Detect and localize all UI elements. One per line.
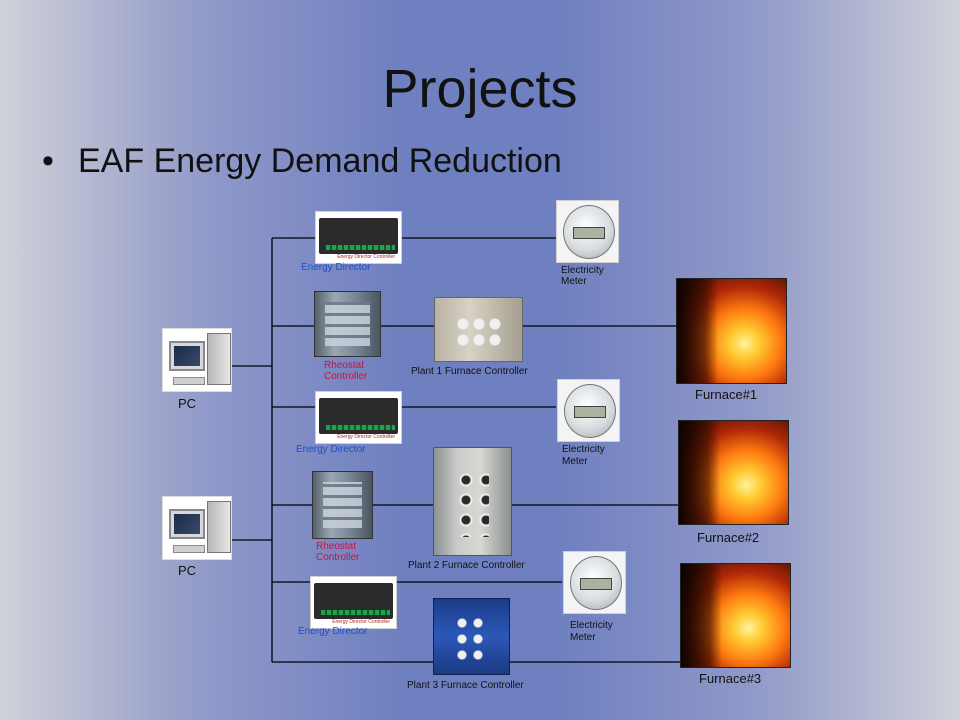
tower-icon — [207, 501, 231, 553]
electricity-meter-3 — [563, 551, 626, 614]
energy-director-3: Energy Director Controller — [310, 576, 397, 629]
keyboard-icon — [173, 545, 205, 553]
pc-2 — [162, 496, 232, 560]
bullet-dot: • — [42, 142, 54, 180]
monitor-icon — [169, 341, 205, 371]
furnace-2-label: Furnace#2 — [697, 530, 760, 545]
furnace-1-label: Furnace#1 — [695, 387, 758, 402]
tower-icon — [207, 333, 231, 385]
meter-3-label-line1: Electricity — [570, 620, 613, 631]
furnace-2-photo — [678, 420, 789, 525]
furnace-3-label: Furnace#3 — [699, 671, 762, 686]
meter-1-label-line1: Electricity — [561, 265, 604, 276]
keyboard-icon — [173, 377, 205, 385]
pc-1 — [162, 328, 232, 392]
slide-title: Projects — [382, 59, 578, 119]
plant-3-furnace-controller-label: Plant 3 Furnace Controller — [407, 680, 524, 691]
electricity-meter-1 — [556, 200, 619, 263]
meter-2-label-line2: Meter — [562, 456, 588, 467]
energy-director-1: Energy Director Controller — [315, 211, 402, 264]
electricity-meter-2 — [557, 379, 620, 442]
pc-1-label: PC — [178, 396, 197, 411]
rheostat-1-label-line1: Rheostat — [324, 360, 365, 371]
energy-director-2-label: Energy Director — [296, 444, 366, 455]
plant-1-furnace-controller-label: Plant 1 Furnace Controller — [411, 366, 528, 377]
rheostat-1-label-line2: Controller — [324, 371, 368, 382]
meter-1-label-line2: Meter — [561, 276, 587, 287]
energy-director-1-device-text: Energy Director Controller — [337, 254, 395, 260]
plant-2-furnace-controller-label: Plant 2 Furnace Controller — [408, 560, 525, 571]
energy-director-2: Energy Director Controller — [315, 391, 402, 444]
rheostat-controller-2 — [312, 471, 373, 539]
energy-director-2-device-text: Energy Director Controller — [337, 434, 395, 440]
plant-2-furnace-controller — [433, 447, 512, 556]
furnace-1-photo — [676, 278, 787, 384]
plant-1-furnace-controller — [434, 297, 523, 362]
rheostat-2-label-line1: Rheostat — [316, 541, 357, 552]
furnace-3-photo — [680, 563, 791, 668]
bullet-item: • EAF Energy Demand Reduction — [42, 142, 562, 181]
energy-director-1-label: Energy Director — [301, 262, 371, 273]
energy-director-3-label: Energy Director — [298, 626, 368, 637]
energy-director-3-device-text: Energy Director Controller — [332, 619, 390, 625]
bullet-text: EAF Energy Demand Reduction — [78, 142, 562, 180]
meter-2-label-line1: Electricity — [562, 444, 605, 455]
rheostat-controller-1 — [314, 291, 381, 357]
plant-3-furnace-controller — [433, 598, 510, 675]
meter-3-label-line2: Meter — [570, 632, 596, 643]
pc-2-label: PC — [178, 563, 197, 578]
rheostat-2-label-line2: Controller — [316, 552, 360, 563]
monitor-icon — [169, 509, 205, 539]
